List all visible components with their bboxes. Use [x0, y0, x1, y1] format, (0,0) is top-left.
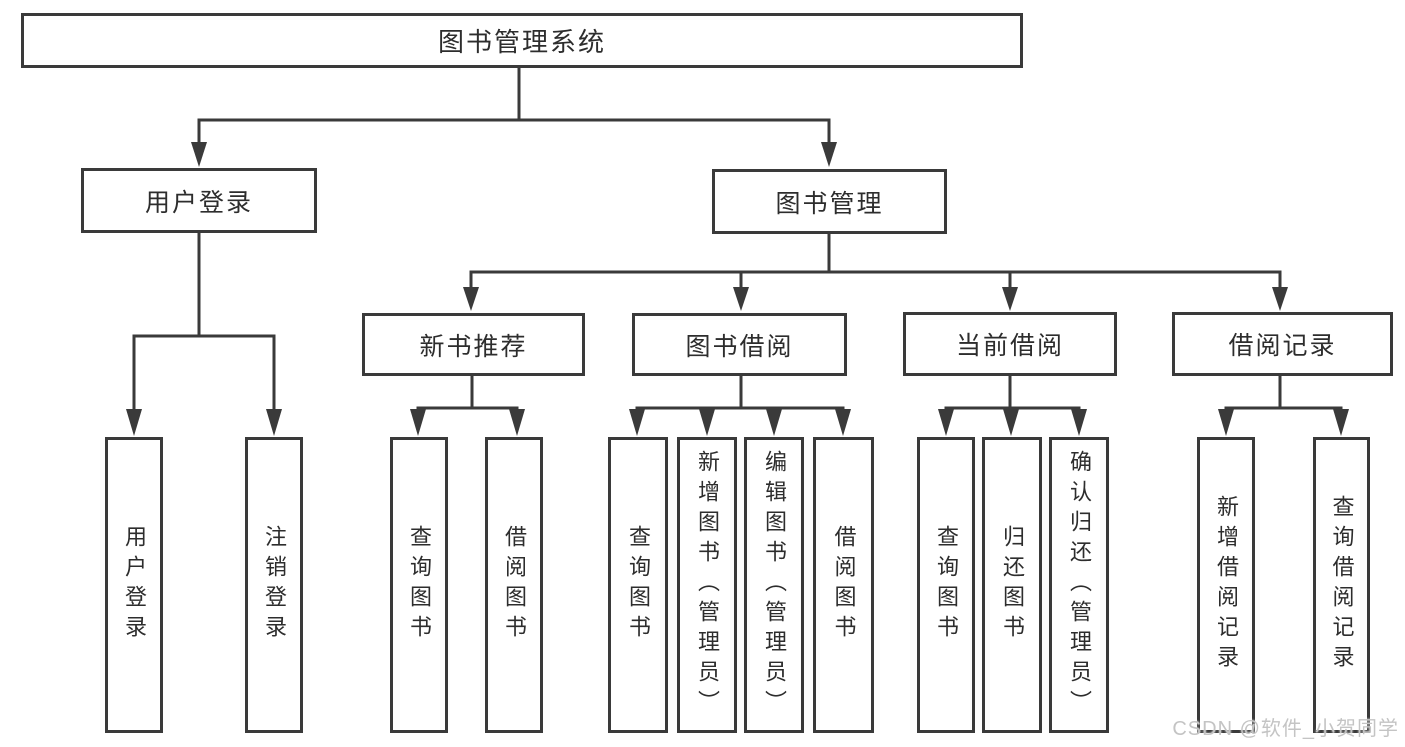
node-new-book-recommend: 新书推荐 — [362, 313, 585, 376]
node-leaf-logout: 注销登录 — [245, 437, 303, 733]
node-user-login: 用户登录 — [81, 168, 317, 233]
arrowhead — [191, 142, 207, 167]
node-leaf-query-borrow-record: 查询借阅记录 — [1313, 437, 1370, 733]
node-label: 编辑图书（管理员） — [762, 450, 787, 720]
connector-current-to-leaves — [944, 376, 1081, 410]
arrowhead — [266, 409, 282, 436]
arrowhead — [126, 409, 142, 436]
node-label: 查询借阅记录 — [1329, 495, 1355, 675]
arrowhead — [835, 409, 851, 436]
connector-bookmgmt-to-level3 — [469, 233, 1282, 289]
csdn-watermark: CSDN @软件_小贺同学 — [1172, 718, 1399, 740]
node-label: 图书借阅 — [685, 332, 794, 361]
node-leaf-add-books-admin: 新增图书（管理员） — [677, 437, 737, 733]
node-leaf-edit-books-admin: 编辑图书（管理员） — [744, 437, 804, 733]
node-label: 查询图书 — [626, 525, 651, 645]
connector-root-to-level2 — [197, 68, 831, 144]
node-book-borrow: 图书借阅 — [632, 313, 847, 376]
arrowhead — [699, 409, 715, 436]
arrowhead — [410, 409, 426, 436]
node-label: 查询图书 — [407, 525, 432, 645]
node-label: 新书推荐 — [419, 332, 528, 361]
arrowhead — [1272, 287, 1288, 311]
node-label: 新增图书（管理员） — [695, 450, 720, 720]
node-label: 借阅图书 — [502, 525, 527, 645]
node-current-borrow: 当前借阅 — [903, 312, 1117, 376]
node-borrow-records: 借阅记录 — [1172, 312, 1393, 376]
node-leaf-borrow-books: 借阅图书 — [813, 437, 874, 733]
arrowhead — [1002, 287, 1018, 311]
node-leaf-user-login: 用户登录 — [105, 437, 163, 733]
node-leaf-add-borrow-record: 新增借阅记录 — [1197, 437, 1255, 733]
node-leaf-return-books: 归还图书 — [982, 437, 1042, 733]
node-label: 用户登录 — [122, 525, 147, 645]
arrowhead — [1071, 409, 1087, 436]
node-root-label: 图书管理系统 — [437, 27, 606, 57]
node-label: 新增借阅记录 — [1214, 495, 1239, 675]
node-label: 图书管理 — [775, 189, 884, 218]
arrowhead — [821, 142, 837, 167]
connector-login-to-leaves — [132, 232, 276, 412]
arrowhead — [629, 409, 645, 436]
arrowhead — [733, 287, 749, 311]
node-label: 借阅记录 — [1228, 332, 1337, 360]
arrowhead — [509, 409, 525, 436]
arrowhead — [766, 409, 782, 436]
node-label: 确认归还（管理员） — [1067, 450, 1092, 720]
node-label: 查询图书 — [934, 525, 959, 645]
arrowhead — [463, 287, 479, 311]
node-leaf-query-books: 查询图书 — [917, 437, 975, 733]
node-label: 注销登录 — [262, 525, 287, 645]
node-label: 归还图书 — [1000, 525, 1025, 645]
connector-newbook-to-leaves — [416, 375, 519, 410]
arrowhead — [938, 409, 954, 436]
arrowhead — [1333, 409, 1349, 436]
node-leaf-query-books: 查询图书 — [390, 437, 448, 733]
node-book-management: 图书管理 — [712, 169, 947, 234]
arrowhead — [1003, 409, 1019, 436]
node-label: 借阅图书 — [831, 525, 857, 645]
arrowhead — [1218, 409, 1234, 436]
node-leaf-confirm-return-admin: 确认归还（管理员） — [1049, 437, 1109, 733]
node-root: 图书管理系统 — [21, 13, 1023, 68]
node-label: 用户登录 — [144, 188, 253, 217]
node-label: 当前借阅 — [955, 332, 1064, 360]
connector-records-to-leaves — [1224, 375, 1343, 410]
node-leaf-borrow-books: 借阅图书 — [485, 437, 543, 733]
node-leaf-query-books: 查询图书 — [608, 437, 668, 733]
connector-borrow-to-leaves — [635, 375, 845, 410]
